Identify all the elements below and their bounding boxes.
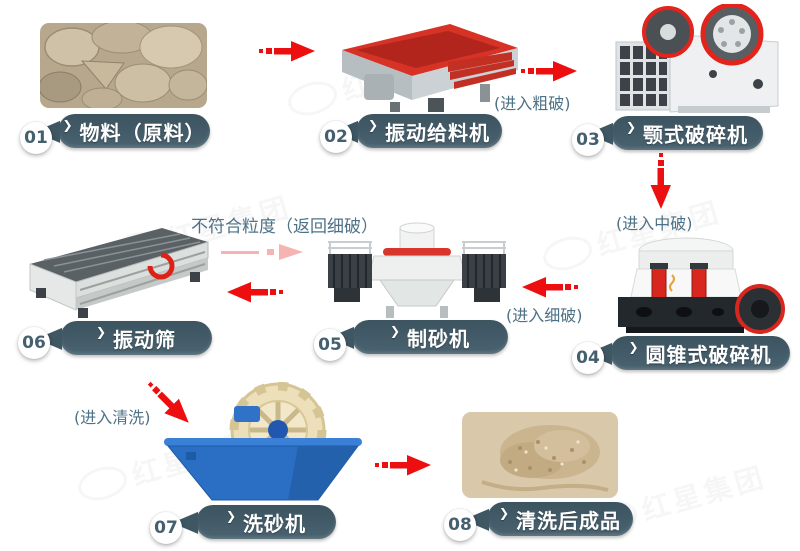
step-number-07: 07 [150,512,182,544]
raw-material-image [40,23,207,108]
step-number-01: 01 [20,122,52,154]
washed-sand-product-image [462,412,618,498]
chevron-icon: ❯ [225,509,238,523]
step-label-text: 制砂机 [407,326,471,351]
vibrating-screen-image [20,220,215,322]
chevron-icon: ❯ [628,340,640,354]
chevron-icon: ❯ [625,120,638,134]
chevron-icon: ❯ [62,118,74,132]
step-number-08: 08 [444,509,476,541]
annotation-enter-fine-crushing: (进入细破) [506,306,583,325]
arrow-feeder-to-jaw [521,61,577,82]
cone-crusher-image [606,233,790,341]
arrow-sandmaker-to-screen [227,282,283,303]
step-label-raw-material: ❯ 物料（原料） [58,114,210,148]
step-number-03: 03 [572,124,604,156]
watermark-logo-icon [74,461,132,506]
step-label-text: 颚式破碎机 [643,122,749,147]
arrow-washer-to-product [375,455,431,476]
step-label-text: 清洗后成品 [516,508,622,533]
step-number-06: 06 [18,327,50,359]
sand-washer-image [150,382,365,508]
annotation-return-fine-crushing: 不符合粒度（返回细破） [191,217,378,237]
annotation-enter-washing: (进入清洗) [74,408,151,427]
step-label-text: 圆锥式破碎机 [645,342,772,367]
jaw-crusher-image [608,4,786,116]
step-label-cone-crusher: ❯ 圆锥式破碎机 [610,336,790,370]
chevron-icon: ❯ [498,506,511,520]
step-label-vibrating-screen: ❯ 振动筛 [60,321,212,355]
step-label-text: 振动给料机 [385,120,491,145]
step-number-04: 04 [572,342,604,374]
step-label-text: 振动筛 [113,327,177,352]
step-label-jaw-crusher: ❯ 颚式破碎机 [611,116,763,150]
watermark-logo-icon [539,231,597,276]
annotation-enter-coarse-crushing: (进入粗破) [494,94,571,113]
step-number-05: 05 [314,329,346,361]
arrow-return-to-sandmaker [221,244,303,260]
step-label-text: 洗砂机 [243,511,307,536]
step-label-vibrating-feeder: ❯ 振动给料机 [356,114,502,148]
step-number-02: 02 [320,121,352,153]
annotation-enter-medium-crushing: (进入中破) [616,214,693,233]
chevron-icon: ❯ [367,118,380,132]
arrow-raw-to-feeder [259,41,315,62]
arrow-jaw-to-cone [650,153,671,209]
step-label-washed-product: ❯ 清洗后成品 [487,502,633,536]
arrow-screen-to-washer [147,381,189,423]
vibrating-feeder-image [330,18,520,118]
step-label-sand-maker: ❯ 制砂机 [352,320,508,354]
step-label-text: 物料（原料） [79,120,206,145]
sand-making-machine-image [324,222,510,322]
step-label-sand-washer: ❯ 洗砂机 [196,505,336,539]
arrow-cone-to-sandmaker [522,277,578,298]
chevron-icon: ❯ [389,324,402,338]
chevron-icon: ❯ [95,325,108,339]
